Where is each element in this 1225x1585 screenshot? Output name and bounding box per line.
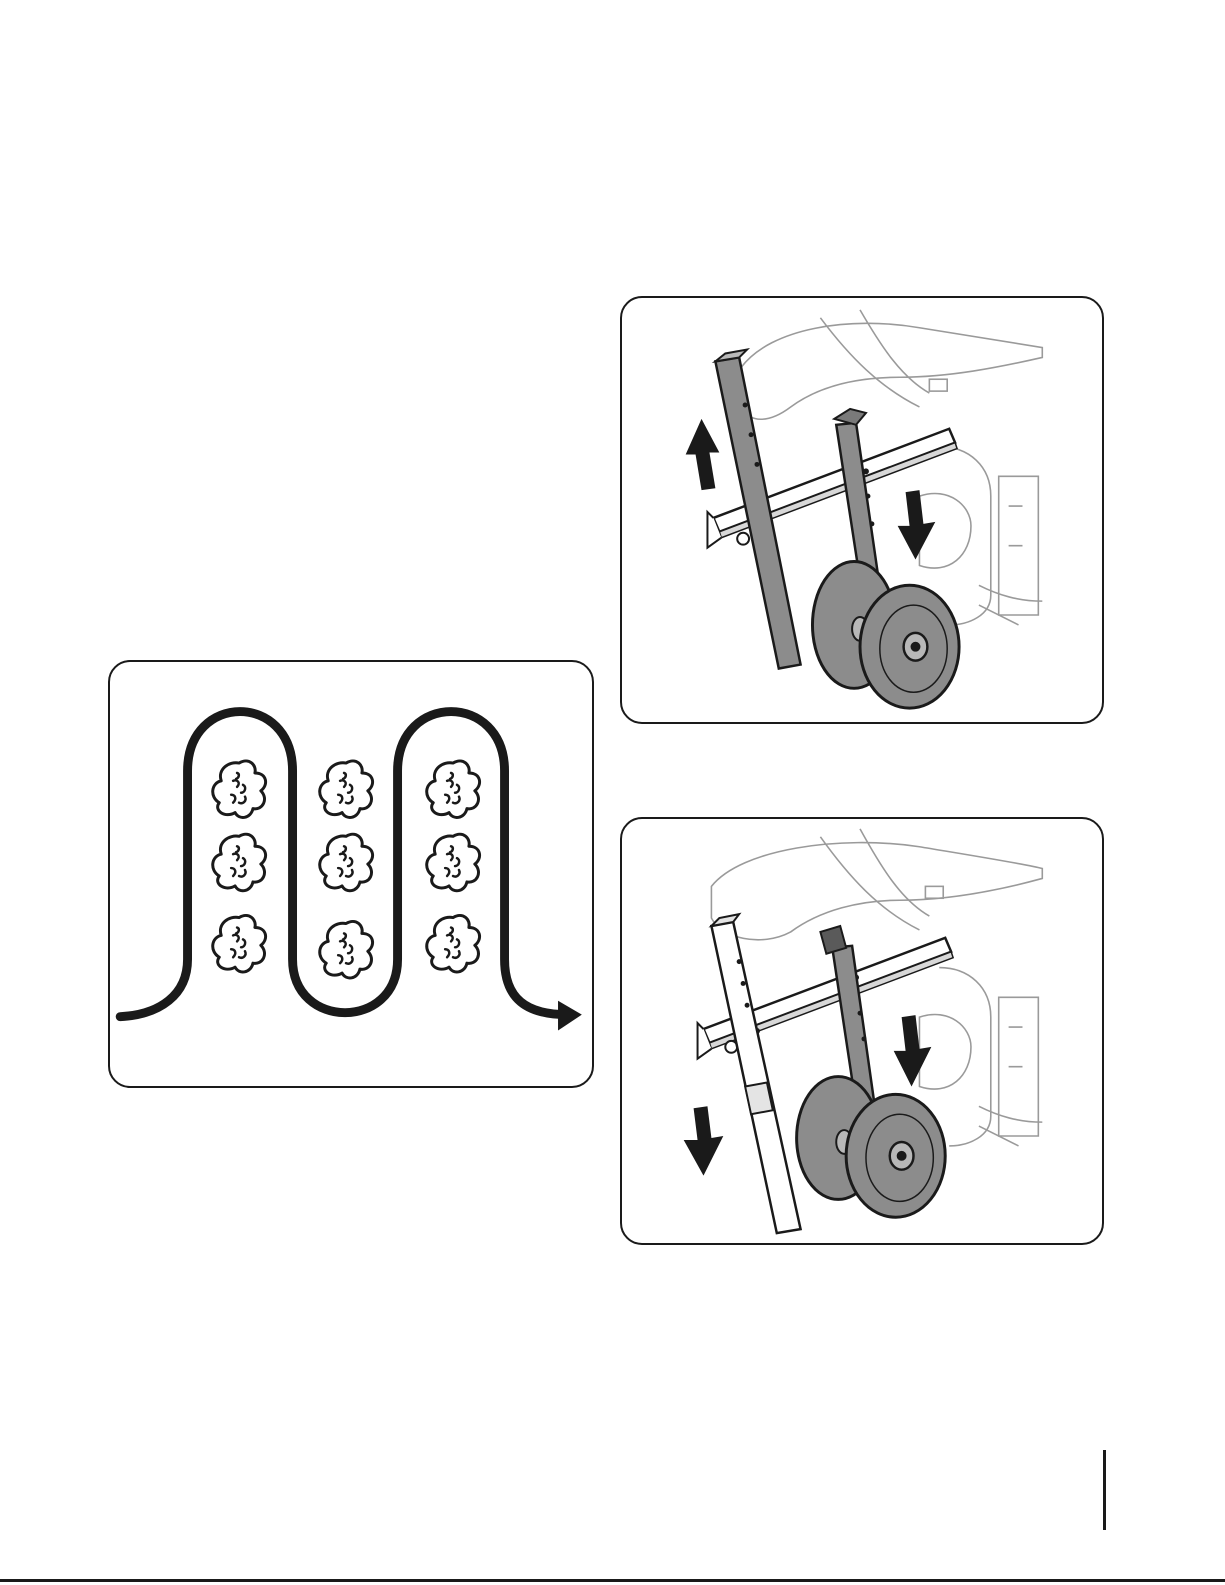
wheels-raised-figure	[620, 296, 1104, 724]
plant-row-3	[427, 761, 480, 972]
wheels-lowered-figure	[620, 817, 1104, 1245]
arrow-down-icon	[894, 1015, 932, 1086]
serpentine-path-illustration	[110, 662, 592, 1086]
arrow-down-icon	[898, 490, 936, 559]
plant-icon	[213, 761, 266, 817]
row-pattern-figure	[108, 660, 594, 1088]
arrow-down-icon	[684, 1106, 724, 1175]
plant-icon	[427, 834, 480, 890]
tiller-wheel-adjustment-down-illustration	[622, 819, 1102, 1243]
footer-rule	[0, 1579, 1225, 1582]
plant-icon	[320, 921, 373, 977]
plant-icon	[320, 834, 373, 890]
plant-icon	[427, 761, 480, 817]
plant-icon	[213, 916, 266, 972]
tiller-wheel-adjustment-up-illustration	[622, 298, 1102, 722]
arrow-up-icon	[686, 419, 720, 490]
depth-bar-lowered	[711, 914, 800, 1233]
page-edge-marker	[1103, 1450, 1106, 1530]
wheel-pair	[797, 1077, 946, 1218]
wheel-pair	[812, 562, 959, 709]
plant-icon	[320, 761, 373, 817]
plant-row-1	[213, 761, 266, 972]
plant-icon	[427, 916, 480, 972]
plant-row-2	[320, 761, 373, 978]
path-arrowhead-icon	[558, 1001, 582, 1031]
plant-icon	[213, 834, 266, 890]
